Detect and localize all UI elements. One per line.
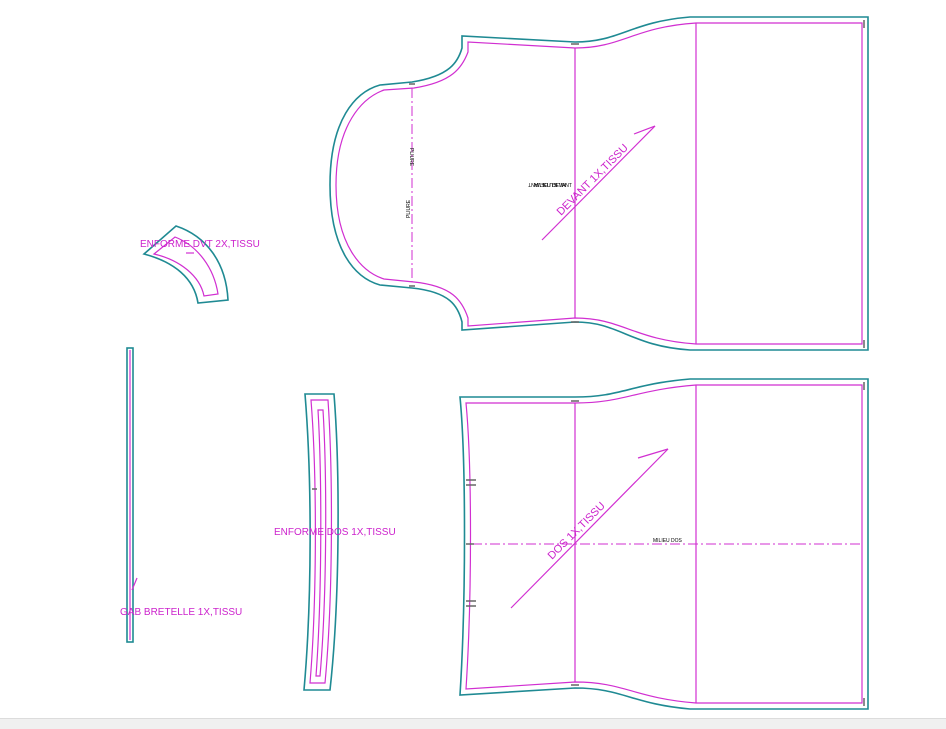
dos-piece[interactable]: DOS 1X,TISSU MILIEU DOS	[459, 378, 869, 710]
devant-pli-1: PLIURE	[408, 148, 414, 167]
devant-pli-2: PLIURE	[406, 199, 412, 218]
devant-piece[interactable]: DEVANT 1X,TISSU MILIEU DEVANT MILIEU DEV…	[329, 16, 869, 351]
window-footer	[0, 718, 946, 729]
devant-center-text-2: MILIEU DEVANT	[534, 183, 572, 189]
enforme-dvt-label: ENFORME DVT 2X,TISSU	[140, 239, 260, 250]
devant-center-text-1: MILIEU DEVANT	[528, 181, 566, 187]
devant-label: DEVANT 1X,TISSU	[555, 142, 631, 218]
enforme-dos-label: ENFORME DOS 1X,TISSU	[274, 527, 396, 538]
dos-label: DOS 1X,TISSU	[546, 500, 608, 562]
dos-center-text: MILIEU DOS	[653, 538, 683, 544]
enforme-dvt-piece[interactable]: ENFORME DVT 2X,TISSU	[140, 225, 260, 304]
gab-bretelle-label: GAB BRETELLE 1X,TISSU	[120, 607, 242, 618]
gab-bretelle-piece[interactable]: GAB BRETELLE 1X,TISSU	[120, 347, 242, 643]
enforme-dos-piece[interactable]: ENFORME DOS 1X,TISSU	[274, 393, 396, 691]
